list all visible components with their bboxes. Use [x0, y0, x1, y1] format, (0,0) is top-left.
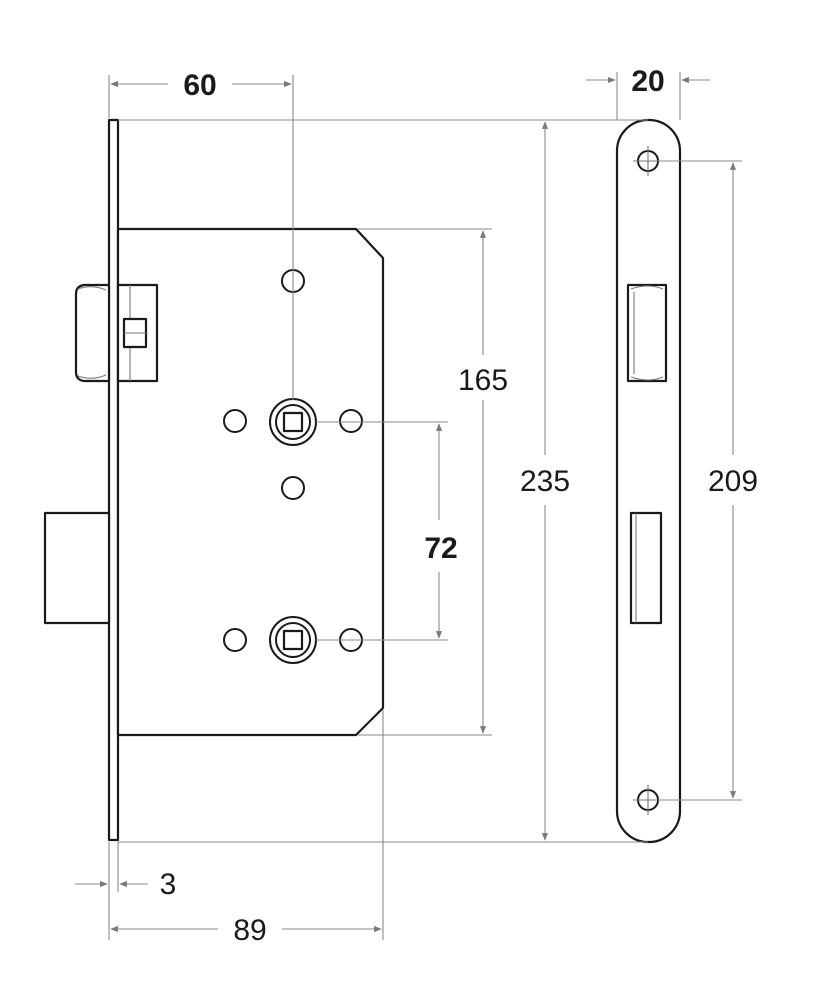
- lock-body: [43, 118, 385, 842]
- lower-follower: [269, 616, 317, 664]
- dim-label-forend-width: 20: [631, 65, 664, 98]
- dead-bolt: [43, 511, 111, 625]
- latch-bolt: [74, 283, 159, 383]
- handle-fixing-hole: [223, 409, 247, 433]
- deadbolt-opening: [629, 511, 663, 625]
- dim-label-case-depth: 89: [233, 914, 266, 947]
- handle-fixing-hole: [339, 409, 363, 433]
- dim-label-fixing-centres: 209: [708, 465, 758, 498]
- forend-plate: [615, 118, 682, 844]
- latch-opening: [626, 283, 668, 383]
- dimension-labels: 60 20 165 235 209 72 3 89: [160, 65, 758, 947]
- case-fixing-hole-middle: [281, 476, 305, 500]
- upper-follower: [269, 398, 317, 446]
- dim-label-case-height: 165: [458, 364, 508, 397]
- screw-bottom-icon: [633, 785, 663, 815]
- lock-case: [116, 227, 385, 737]
- handle-fixing-hole: [223, 628, 247, 652]
- dim-label-forend-thickness: 3: [160, 868, 177, 901]
- dimension-lines: [75, 72, 742, 940]
- dim-label-backset: 60: [183, 69, 216, 102]
- dim-label-forend-height: 235: [520, 465, 570, 498]
- forend-plate-side: [107, 118, 120, 842]
- forend-front-view: [615, 118, 682, 844]
- dim-label-centres: 72: [424, 532, 457, 565]
- screw-top-icon: [633, 146, 663, 176]
